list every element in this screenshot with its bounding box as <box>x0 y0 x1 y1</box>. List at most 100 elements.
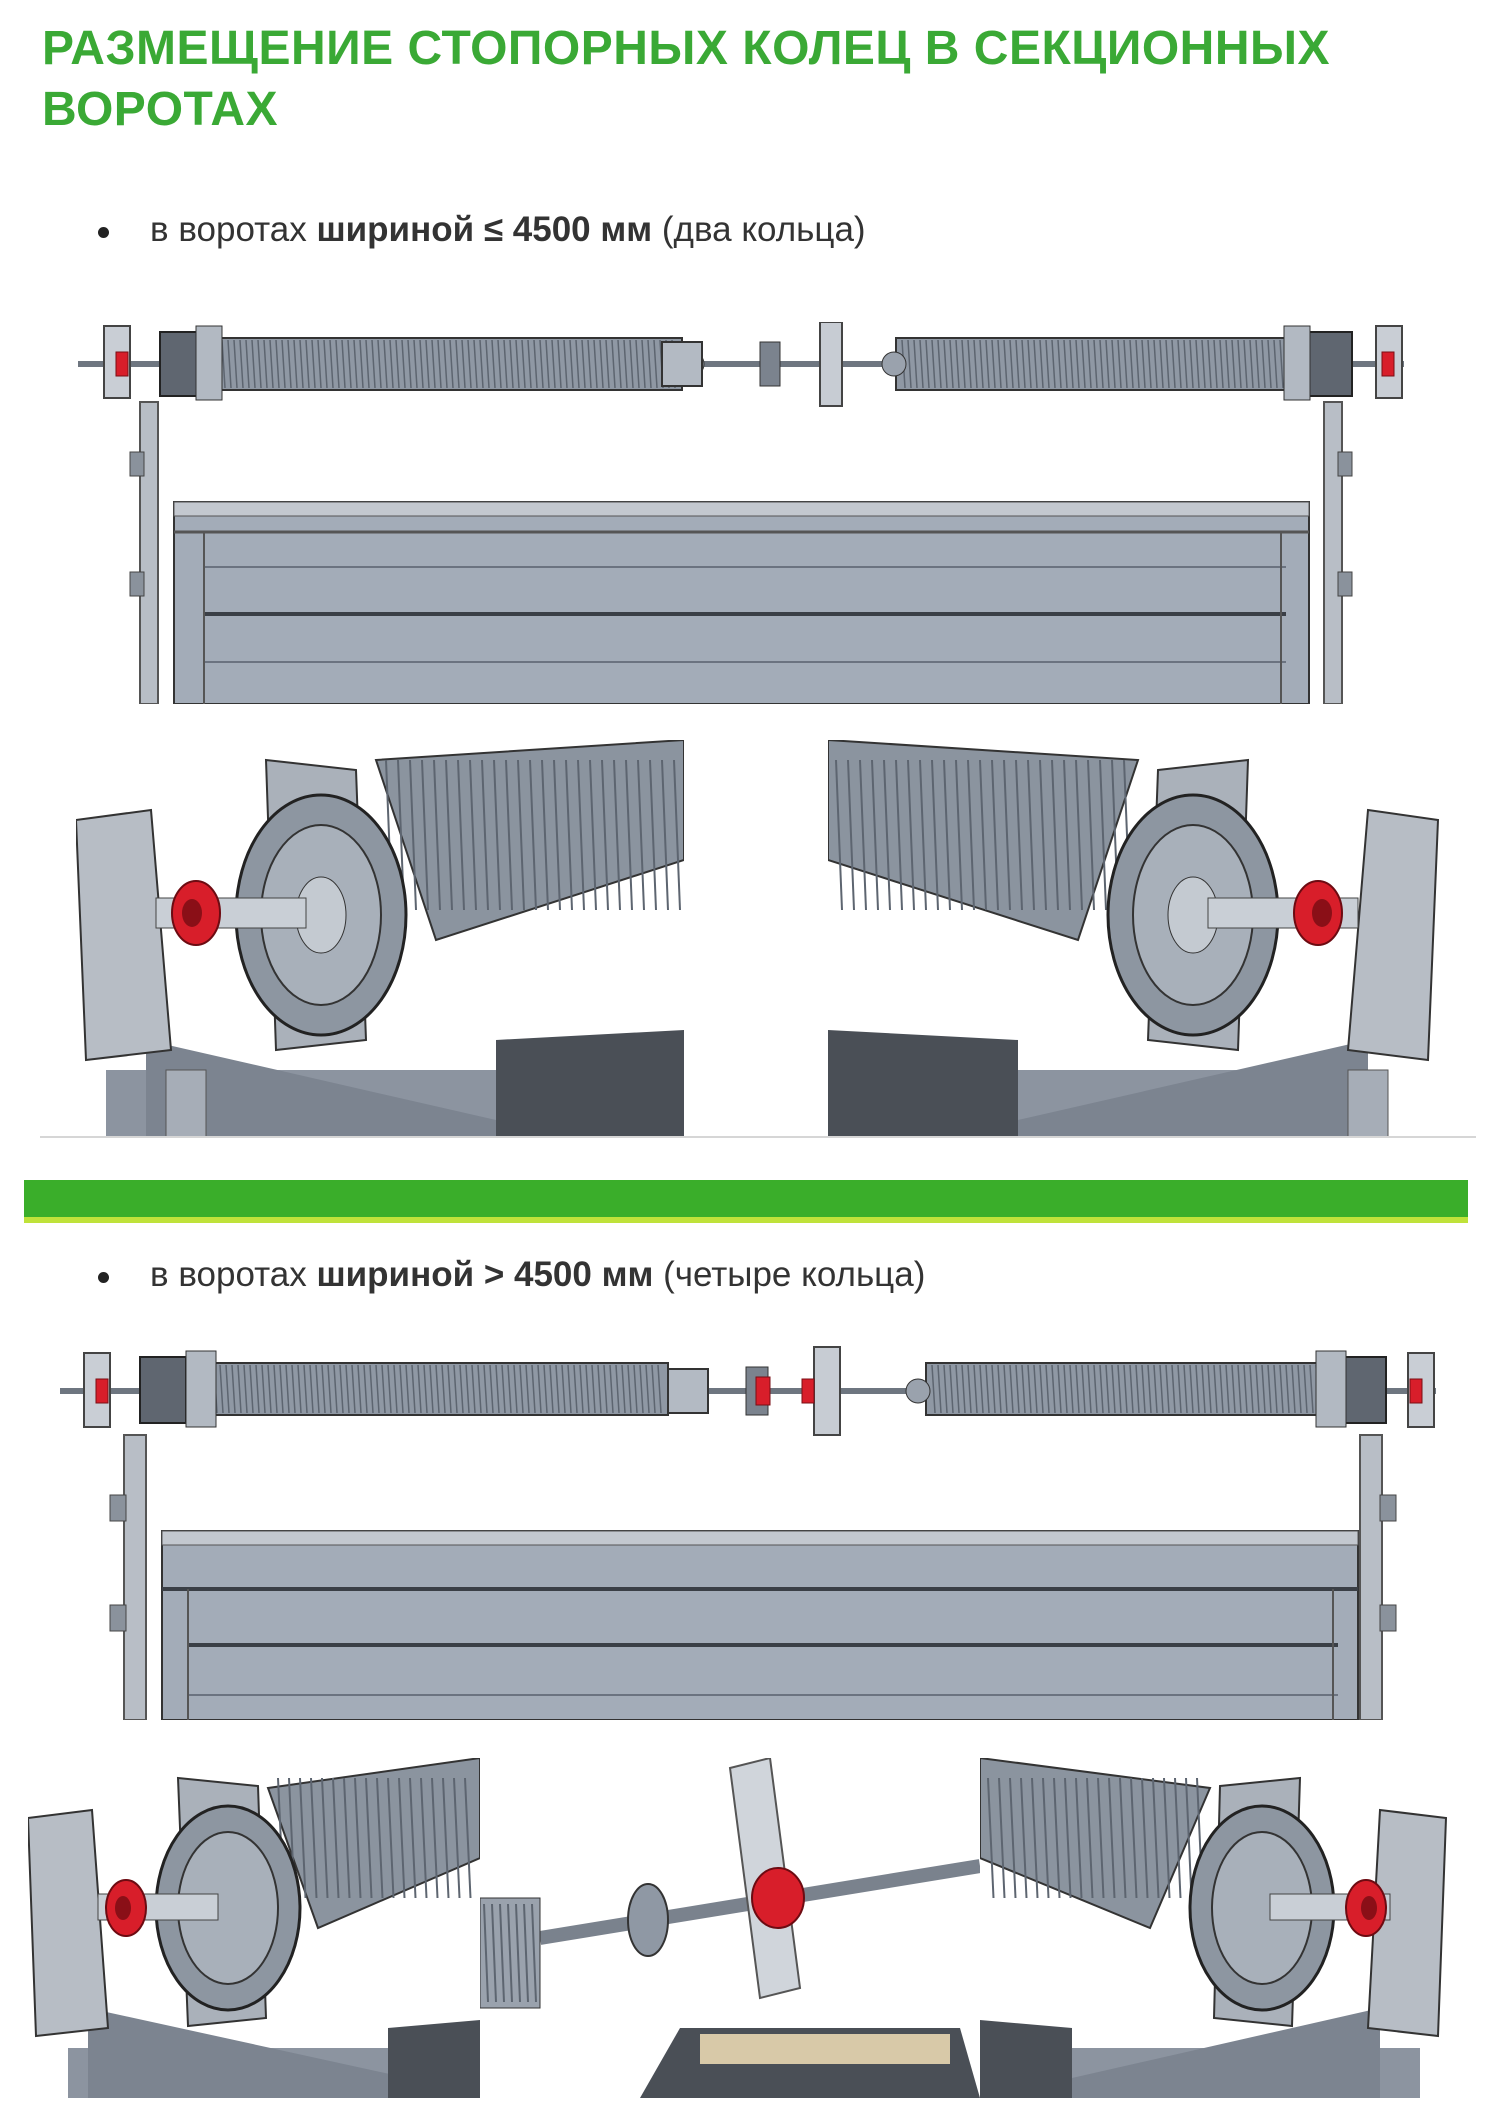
spring-coil <box>399 1364 404 1414</box>
bullet-dot-icon <box>98 1272 109 1283</box>
spring-coil <box>1153 1364 1158 1414</box>
spring-coil <box>639 1364 644 1414</box>
spring-coil <box>551 339 556 389</box>
spring-coil <box>1129 1364 1134 1414</box>
spring-coil <box>617 339 622 389</box>
spring-coil <box>1309 1364 1314 1414</box>
spring-coil <box>531 1903 537 2003</box>
spring-coil <box>435 1364 440 1414</box>
spring-coil <box>255 1364 260 1414</box>
spring-coil <box>835 759 843 911</box>
spring-coil <box>347 339 352 389</box>
spring-coil <box>1123 1364 1128 1414</box>
separator-stripe <box>24 1217 1468 1223</box>
spring-coil <box>365 339 370 389</box>
spring-coil <box>1064 1777 1072 1899</box>
spring-coil <box>1174 1777 1182 1899</box>
spring-coil <box>515 339 520 389</box>
spring-coil <box>1147 339 1152 389</box>
spring-coil <box>533 339 538 389</box>
spring-coil <box>419 339 424 389</box>
spring-coil <box>973 339 978 389</box>
spring-coil <box>1081 339 1086 389</box>
spring-coil <box>1177 339 1182 389</box>
spring-coil <box>499 1903 505 2003</box>
spring-coil <box>661 759 669 911</box>
spring-coil <box>1163 1777 1171 1899</box>
spring-coil <box>997 1364 1002 1414</box>
spring-coil <box>585 1364 590 1414</box>
spring-coil <box>537 1364 542 1414</box>
spring-coil <box>1045 1364 1050 1414</box>
spring-coil <box>649 759 657 911</box>
spring-coil <box>611 339 616 389</box>
bullet-bold: шириной ≤ 4500 мм <box>316 210 653 249</box>
spring-coil <box>615 1364 620 1414</box>
spring-coil <box>1189 339 1194 389</box>
spring-coil <box>985 1364 990 1414</box>
spring-coil <box>561 1364 566 1414</box>
spring-coil <box>375 1364 380 1414</box>
spring-coil <box>481 759 489 911</box>
spring-coil <box>1003 339 1008 389</box>
spring-coil <box>613 759 621 911</box>
spring-coil <box>1273 339 1278 389</box>
spring-coil <box>275 339 280 389</box>
spring-coil <box>1141 339 1146 389</box>
spring-coil <box>557 339 562 389</box>
door-overview-two-rings <box>76 322 1406 704</box>
spring-coil <box>459 1364 464 1414</box>
spring-coil <box>1195 1364 1200 1414</box>
spring-coil <box>507 1364 512 1414</box>
divider-line <box>40 1136 1476 1138</box>
spring-coil <box>387 1364 392 1414</box>
spring-coil <box>503 339 508 389</box>
spring-coil <box>1249 339 1254 389</box>
spring-coil <box>1165 339 1170 389</box>
spring-coil <box>1213 1364 1218 1414</box>
spring-coil <box>1261 1364 1266 1414</box>
spring-coil <box>469 759 477 911</box>
spring-coil <box>625 759 633 911</box>
spring-coil <box>359 339 364 389</box>
spring-coil <box>967 339 972 389</box>
spring-coil <box>979 759 987 911</box>
spring-coil <box>1207 1364 1212 1414</box>
spring-coil <box>353 339 358 389</box>
spring-coil <box>1152 1777 1160 1899</box>
spring-coil <box>937 1364 942 1414</box>
spring-coil <box>365 1777 373 1899</box>
spring-coil <box>1003 1364 1008 1414</box>
spring-coil <box>1042 1777 1050 1899</box>
spring-coil <box>269 339 274 389</box>
spring-coil <box>287 339 292 389</box>
spring-coil <box>627 1364 632 1414</box>
spring-coil <box>545 339 550 389</box>
spring-coil <box>1039 339 1044 389</box>
spring-coil <box>431 1777 439 1899</box>
spring-coil <box>1183 339 1188 389</box>
spring-coil <box>573 1364 578 1414</box>
spring-coil <box>1159 339 1164 389</box>
spring-coil <box>657 1364 662 1414</box>
spring-coil <box>225 1364 230 1414</box>
spring-coil <box>1231 1364 1236 1414</box>
spring-coil <box>437 339 442 389</box>
spring-coil <box>991 1364 996 1414</box>
spring-coil <box>299 339 304 389</box>
spring-coil <box>1123 339 1128 389</box>
spring-coil <box>1219 1364 1224 1414</box>
spring-coil <box>991 339 996 389</box>
spring-coil <box>291 1364 296 1414</box>
spring-coil <box>961 1364 966 1414</box>
spring-coil <box>273 1364 278 1414</box>
page-title: РАЗМЕЩЕНИЕ СТОПОРНЫХ КОЛЕЦ В СЕКЦИОННЫХ … <box>42 22 1331 136</box>
spring-coil <box>1105 339 1110 389</box>
spring-coil <box>417 1364 422 1414</box>
spring-coil <box>377 339 382 389</box>
spring-coil <box>1267 1364 1272 1414</box>
spring-coil <box>967 759 975 911</box>
spring-coil <box>955 339 960 389</box>
spring-coil <box>398 1777 406 1899</box>
spring-coil <box>317 339 322 389</box>
